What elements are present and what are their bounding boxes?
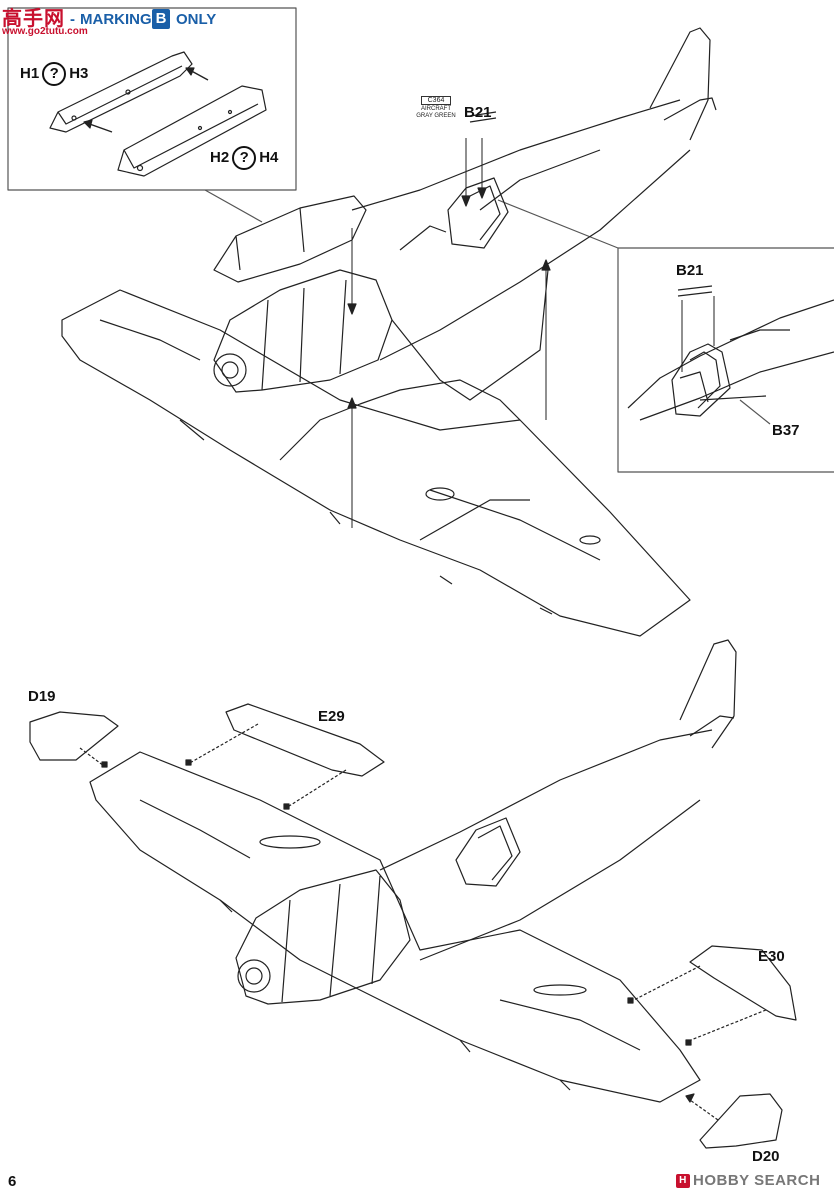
page-number: 6: [8, 1173, 17, 1190]
header: 高手网 www.go2tutu.com - MARKING B ONLY: [0, 0, 240, 40]
watermark-text: HOBBY SEARCH: [693, 1172, 821, 1189]
upper-aircraft: [61, 27, 717, 637]
part-h4: H4: [259, 148, 279, 166]
inset-frame-top-left: [7, 7, 297, 191]
inset-frame-right: [617, 247, 834, 473]
question-icon: ?: [42, 62, 67, 86]
inset-leader-right: [497, 199, 619, 249]
marking-label: MARKING: [80, 11, 152, 28]
leader-e29-a: [187, 723, 259, 765]
part-h1: H1: [20, 64, 40, 82]
leader-d20: [689, 1099, 719, 1121]
lower-aircraft: [29, 639, 797, 1149]
label-b21-inset: B21: [676, 262, 704, 279]
inset-leader-b37: [739, 399, 771, 425]
label-e30: E30: [758, 948, 785, 965]
inset-cockpit: [627, 299, 834, 421]
paint-callout: C364 AIRCRAFT GRAY GREEN: [408, 96, 464, 120]
header-dash: -: [70, 11, 75, 28]
question-icon: ?: [232, 146, 257, 170]
label-e29: E29: [318, 708, 345, 725]
paint-line-2: GRAY GREEN: [416, 113, 456, 119]
label-b37: B37: [772, 422, 800, 439]
part-h3: H3: [69, 64, 89, 82]
site-logo: 高手网 www.go2tutu.com: [2, 2, 88, 38]
leader-e30-a: [629, 965, 701, 1003]
hobby-search-icon: H: [676, 1174, 690, 1189]
inset-leader-line: [204, 189, 263, 223]
leader-e29-b: [285, 769, 347, 809]
paint-code: C364: [421, 96, 451, 105]
arrow-b21-up: [465, 138, 483, 196]
inset-panel-lower: [117, 85, 267, 177]
inset-rod-b21: [677, 285, 713, 297]
logo-url: www.go2tutu.com: [2, 26, 88, 37]
inset-arrow-rod: [681, 296, 715, 372]
marking-letter-badge: B: [152, 9, 170, 29]
only-label: ONLY: [176, 11, 217, 28]
label-d20: D20: [752, 1148, 780, 1165]
inset-label-h1-h3: H1?H3: [20, 62, 88, 86]
label-b21-upper: B21: [464, 104, 492, 121]
label-d19: D19: [28, 688, 56, 705]
inset-label-h2-h4: H2?H4: [210, 146, 278, 170]
paint-line-1: AIRCRAFT: [421, 106, 451, 112]
leader-e30-b: [685, 1009, 767, 1043]
logo-text: 高手网: [2, 6, 65, 30]
rod-b21: [469, 111, 497, 123]
part-h2: H2: [210, 148, 230, 166]
leader-d19: [79, 747, 105, 767]
